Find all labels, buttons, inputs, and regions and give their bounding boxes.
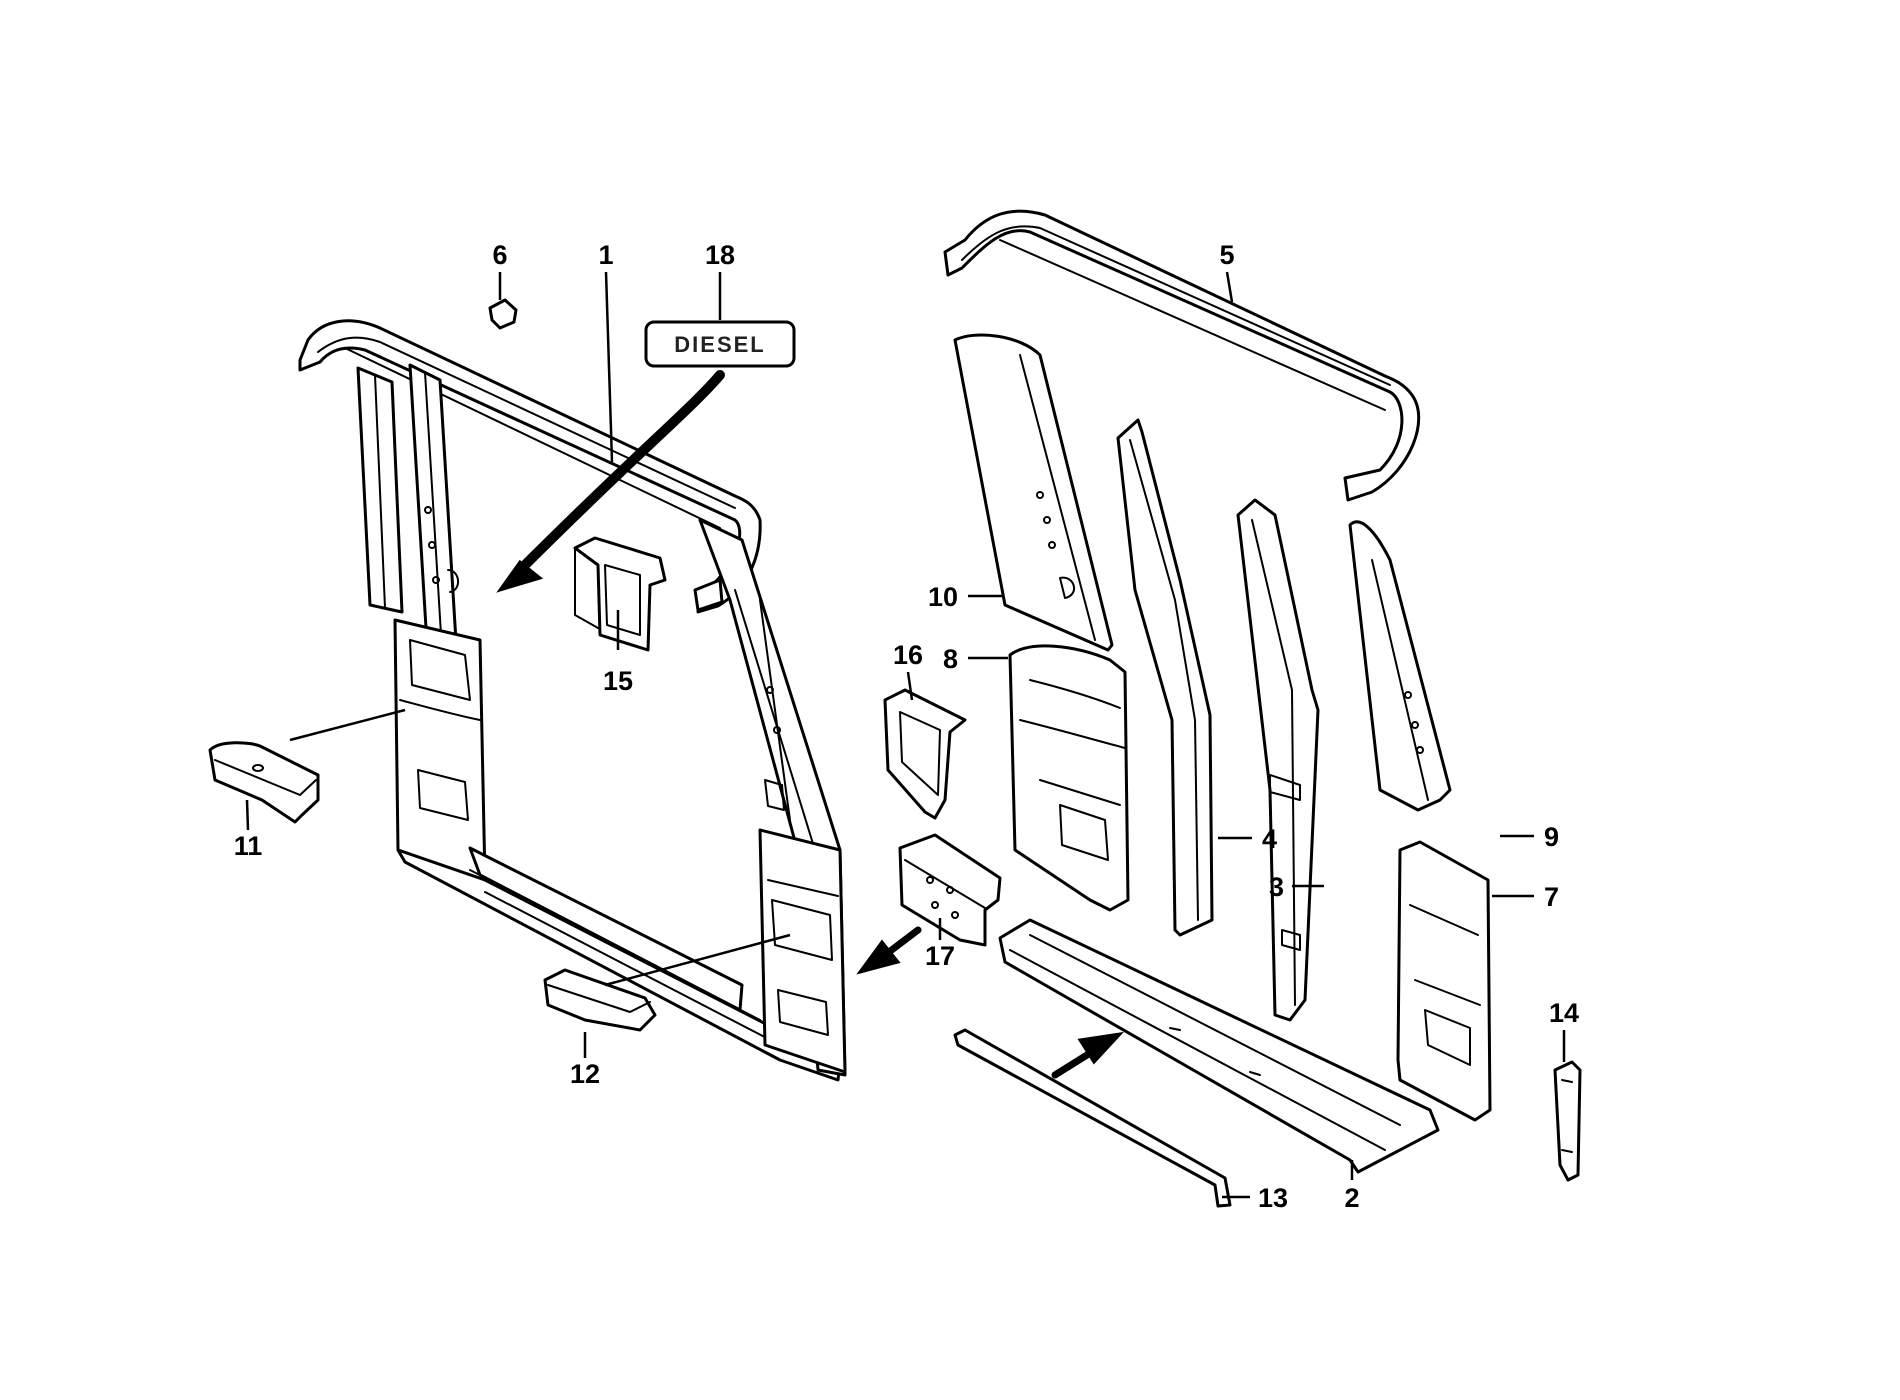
callout-5: 5 bbox=[1219, 240, 1234, 270]
part-6-clip bbox=[488, 298, 518, 330]
part-4-pillar bbox=[1116, 418, 1214, 937]
callout-12: 12 bbox=[570, 1059, 600, 1089]
callout-17: 17 bbox=[925, 941, 955, 971]
part-9-pillar-trim bbox=[1348, 520, 1452, 812]
arrow-badge-to-frame bbox=[496, 370, 725, 593]
callout-18: 18 bbox=[705, 240, 735, 270]
part-1-door-frame bbox=[298, 319, 847, 1082]
part-17-bracket bbox=[898, 833, 1002, 947]
callout-13: 13 bbox=[1258, 1183, 1288, 1213]
part-15-bracket bbox=[573, 536, 667, 652]
callout-15: 15 bbox=[603, 666, 633, 696]
callout-16: 16 bbox=[893, 640, 923, 670]
part-7-lower-panel bbox=[1396, 840, 1492, 1122]
callout-leaders bbox=[245, 271, 1566, 1199]
part-16-bracket bbox=[883, 688, 967, 820]
callout-numbers: 6 1 18 5 10 8 16 15 11 17 12 4 3 9 7 14 … bbox=[234, 240, 1579, 1213]
part-14-bracket bbox=[1553, 1060, 1582, 1182]
diesel-badge-text: DIESEL bbox=[674, 332, 765, 357]
callout-8: 8 bbox=[943, 644, 958, 674]
callout-14: 14 bbox=[1549, 998, 1579, 1028]
callout-6: 6 bbox=[492, 240, 507, 270]
callout-3: 3 bbox=[1269, 872, 1284, 902]
part-2-sill bbox=[998, 918, 1440, 1174]
arrow-13-to-2 bbox=[1051, 1031, 1125, 1079]
part-11-bracket bbox=[208, 708, 406, 824]
callout-2: 2 bbox=[1344, 1183, 1359, 1213]
part-3-pillar bbox=[1236, 498, 1320, 1022]
callout-11: 11 bbox=[234, 831, 263, 861]
part-13-rod bbox=[953, 1028, 1232, 1208]
arrow-17-to-frame bbox=[856, 926, 922, 975]
callout-7: 7 bbox=[1544, 882, 1559, 912]
part-5-roof-rail bbox=[943, 209, 1421, 502]
callout-4: 4 bbox=[1262, 824, 1277, 854]
part-12-bracket bbox=[543, 933, 791, 1032]
callout-9: 9 bbox=[1544, 822, 1559, 852]
callout-10: 10 bbox=[928, 582, 958, 612]
callout-1: 1 bbox=[598, 240, 613, 270]
part-18-diesel-badge: DIESEL bbox=[644, 320, 796, 368]
part-8-lower-panel bbox=[1008, 644, 1130, 912]
part-10-pillar-trim bbox=[953, 333, 1114, 652]
